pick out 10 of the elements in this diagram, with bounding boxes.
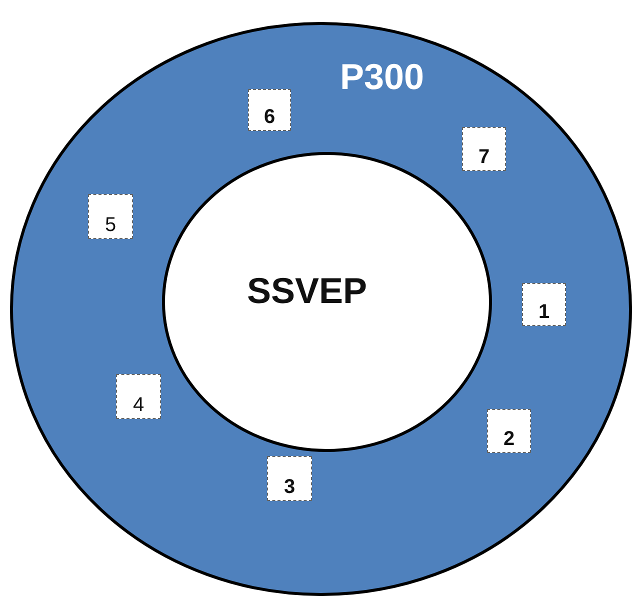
number-box: 5 — [88, 194, 133, 239]
number-box: 4 — [116, 374, 161, 419]
region-label: SSVEP — [247, 270, 368, 312]
number-box: 7 — [462, 127, 506, 171]
number-box: 6 — [248, 89, 291, 131]
outer-ring — [10, 22, 632, 596]
region-label: P300 — [340, 56, 424, 98]
number-box: 3 — [267, 456, 312, 501]
number-box: 2 — [487, 409, 531, 453]
number-box: 1 — [522, 283, 566, 326]
